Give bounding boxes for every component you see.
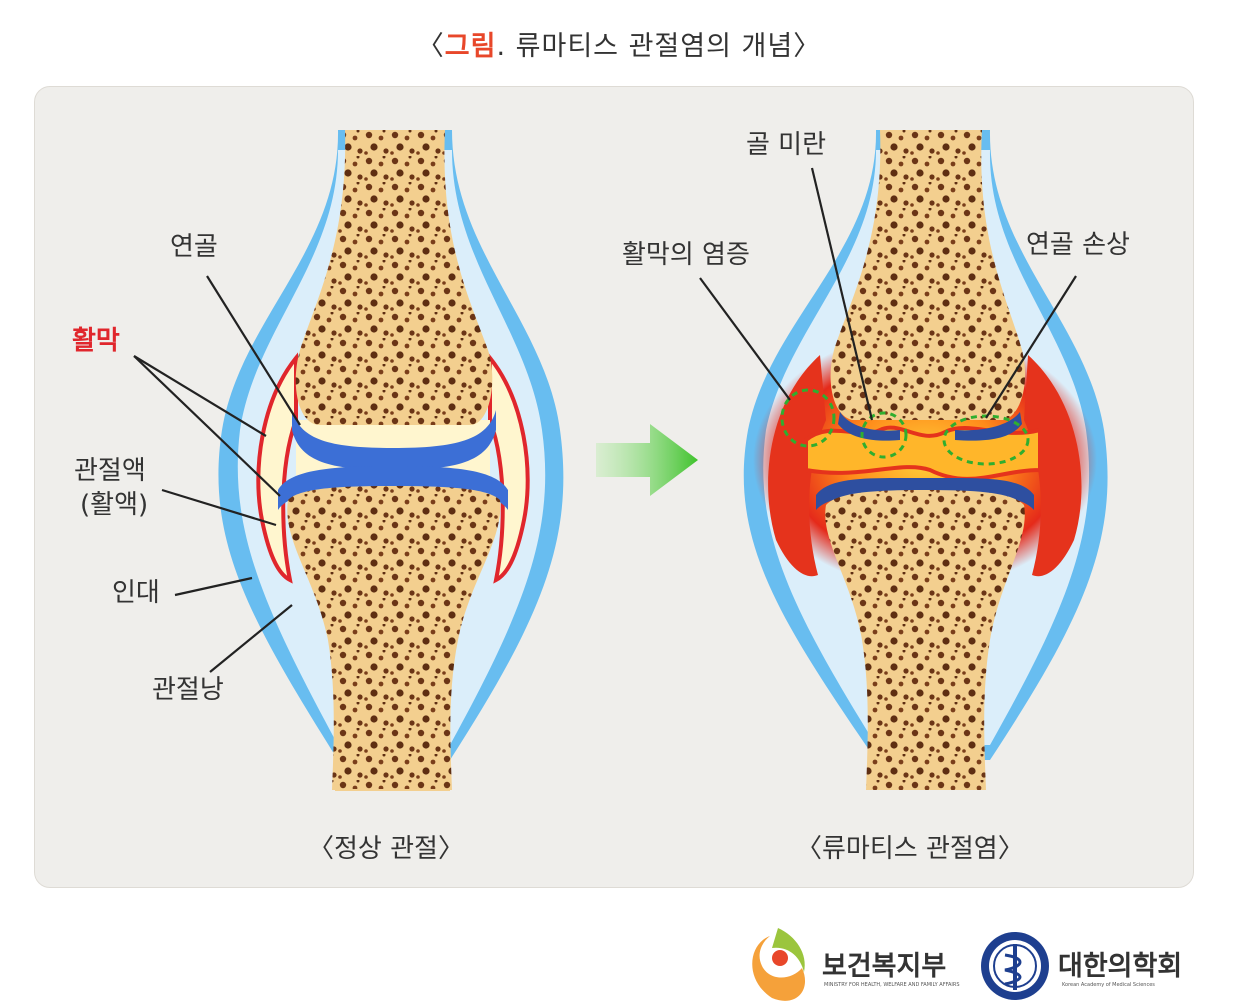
label-synovium: 활막 (72, 326, 120, 356)
leader-ligament (174, 576, 253, 597)
normal-lower-bone (287, 486, 501, 790)
ra-synovium-right (1024, 355, 1082, 577)
leader-bone-erosion (810, 167, 874, 421)
academy-logo-text: 대한의학회 (1058, 951, 1183, 982)
normal-joint (218, 130, 564, 791)
caption-ra-joint: 〈류마티스 관절염〉 (796, 834, 1024, 864)
normal-upper-cartilage (292, 410, 496, 470)
leader-synovitis (699, 277, 791, 401)
label-synovial-fluid-paren: (활액) (80, 490, 149, 520)
transition-arrow (596, 424, 698, 496)
title-accent: 그림 (444, 31, 497, 62)
ra-erosion-circle (860, 411, 908, 459)
ministry-logo-text: 보건복지부 (822, 951, 947, 982)
label-cartilage: 연골 (170, 232, 218, 262)
label-cartilage-damage: 연골 손상 (1026, 230, 1130, 260)
label-bone-erosion: 골 미란 (746, 130, 827, 160)
figure-title: 〈그림. 류마티스 관절염의 개념〉 (0, 24, 1238, 63)
ra-upper-bone (830, 130, 1026, 420)
leader-capsule (209, 604, 293, 673)
ra-leader-lines (699, 167, 1077, 421)
academy-logo-subtext: Korean Academy of Medical Sciences (1062, 982, 1155, 988)
ra-upper-cartilage-right (955, 412, 1022, 441)
label-ligament: 인대 (112, 578, 160, 608)
leader-synovium-2 (133, 355, 281, 497)
label-synovial-fluid: 관절액 (74, 456, 146, 486)
ministry-logo-subtext: MINISTRY FOR HEALTH, WELFARE AND FAMILY … (824, 982, 960, 988)
leader-synovium-1 (133, 355, 267, 437)
ministry-logo-mark (752, 928, 806, 1001)
leader-fluid (161, 488, 277, 527)
label-joint-capsule: 관절낭 (152, 675, 224, 705)
normal-upper-bone (295, 130, 493, 425)
title-text: . 류마티스 관절염의 개념〉 (496, 31, 822, 62)
ra-lower-bone (825, 490, 1025, 790)
leader-cartilage-damage (985, 275, 1077, 419)
ra-joint (743, 130, 1108, 790)
ra-upper-cartilage (838, 412, 900, 441)
leader-cartilage (206, 275, 301, 426)
ra-synovitis-circle (780, 388, 836, 448)
normal-leader-lines (133, 275, 301, 673)
title-bracket: 〈 (416, 31, 445, 62)
academy-logo-mark (981, 932, 1049, 1000)
caption-normal-joint: 〈정상 관절〉 (308, 834, 464, 864)
label-synovitis: 활막의 염증 (622, 240, 750, 270)
